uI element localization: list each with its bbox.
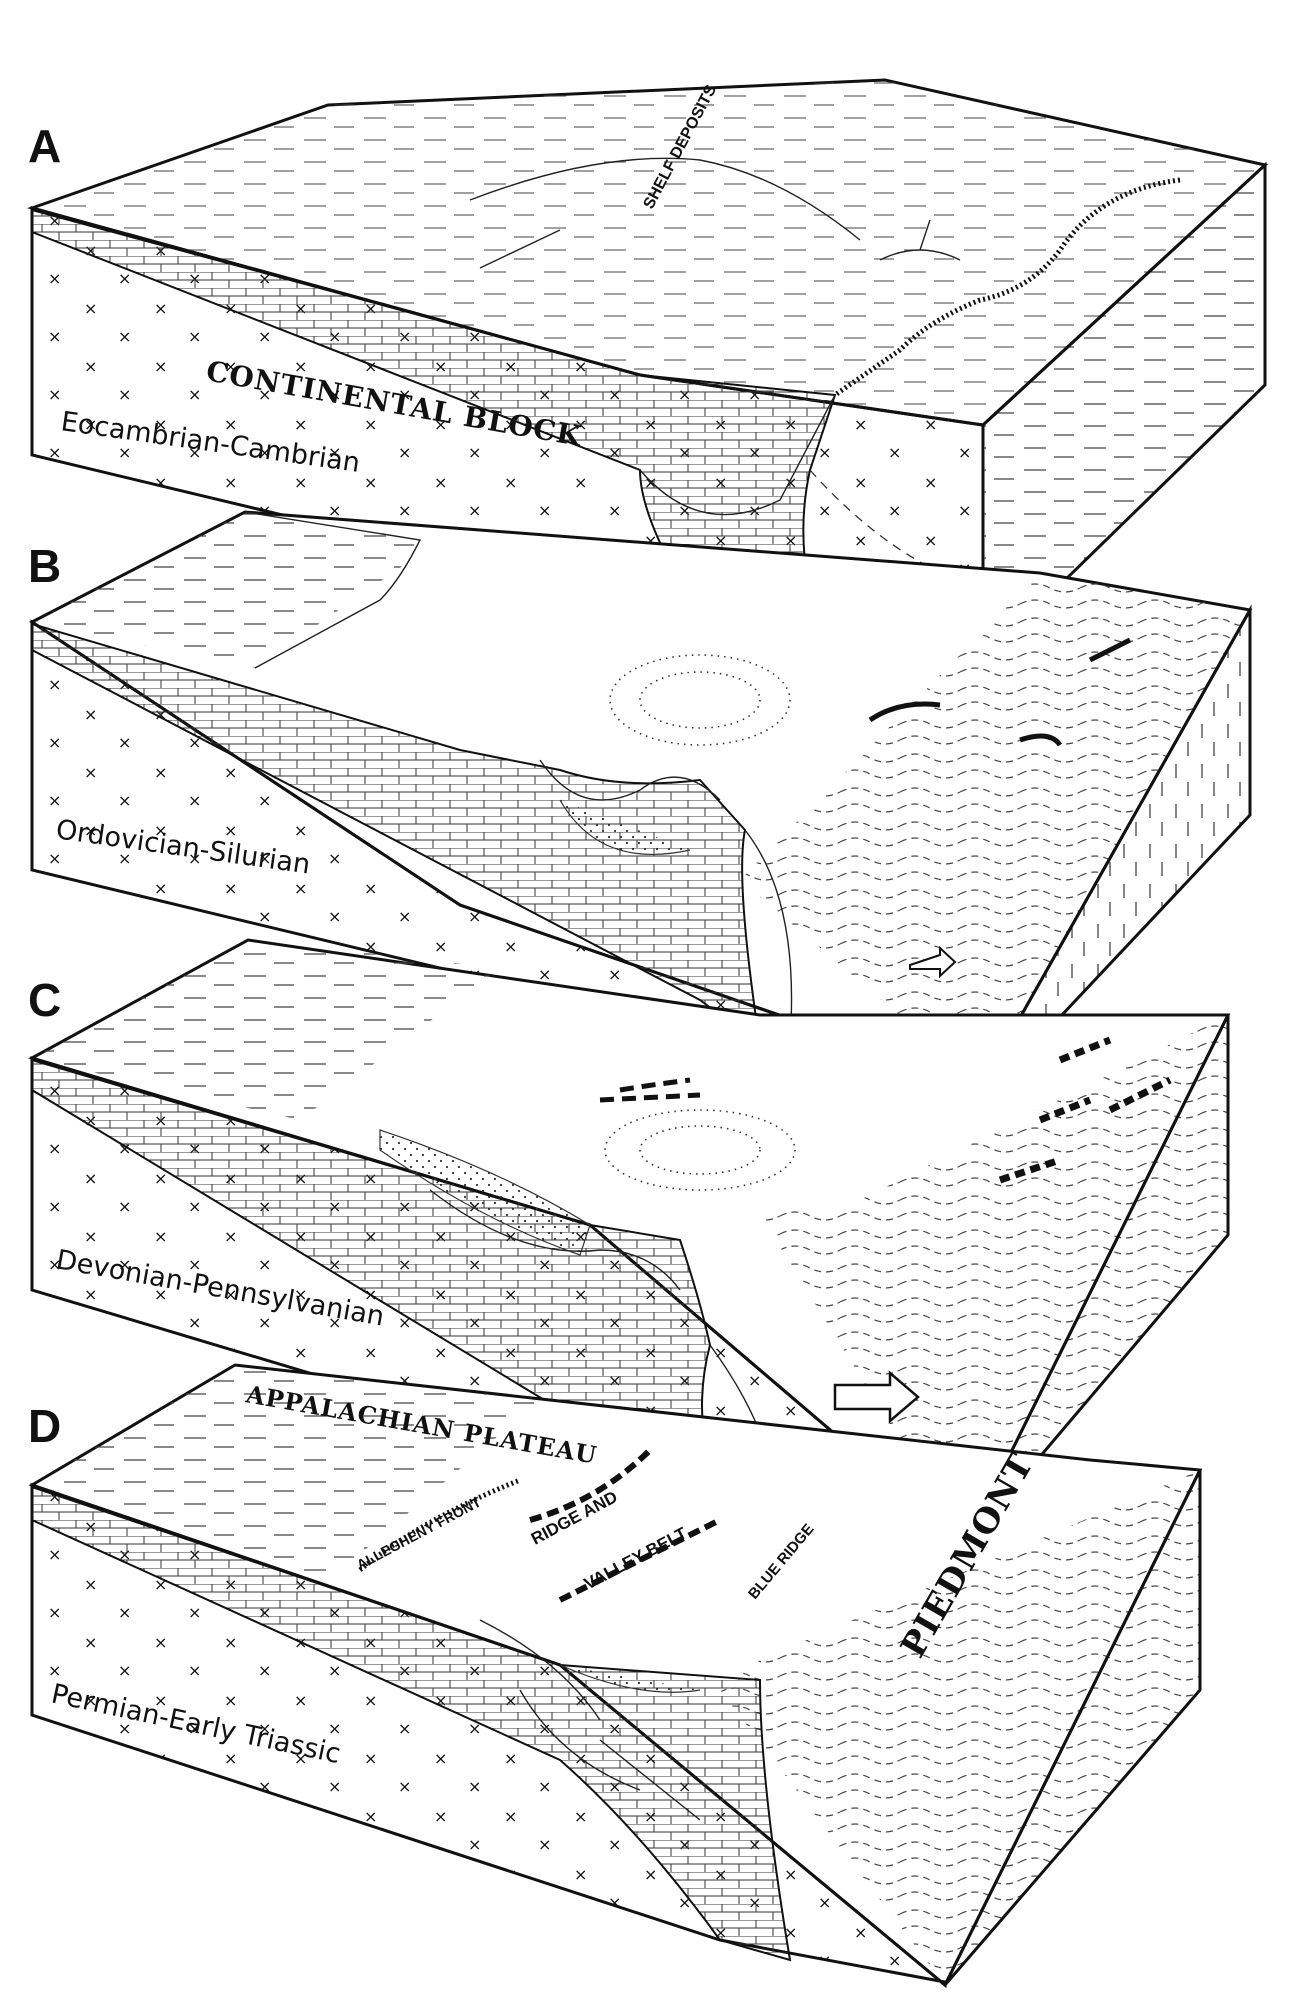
panel-c: C Devonian-Pennsylvanian — [28, 938, 1231, 1549]
panel-d-letter: D — [28, 1400, 61, 1452]
panel-a: A CONTINENTAL BLOCK SHELF DEPOSITS Eocam… — [26, 78, 1269, 664]
panel-d: D APPALACHIAN PLATEAU ALLEGHENY FRONT RI… — [28, 1363, 1203, 1989]
panel-a-letter: A — [28, 120, 61, 172]
panel-c-letter: C — [28, 974, 61, 1026]
panel-b: B Ordovician-Silurian — [28, 510, 1253, 1104]
panel-b-letter: B — [28, 540, 61, 592]
panel-c-side-face — [963, 1014, 1230, 1546]
panel-d-side-face — [943, 1469, 1202, 1986]
